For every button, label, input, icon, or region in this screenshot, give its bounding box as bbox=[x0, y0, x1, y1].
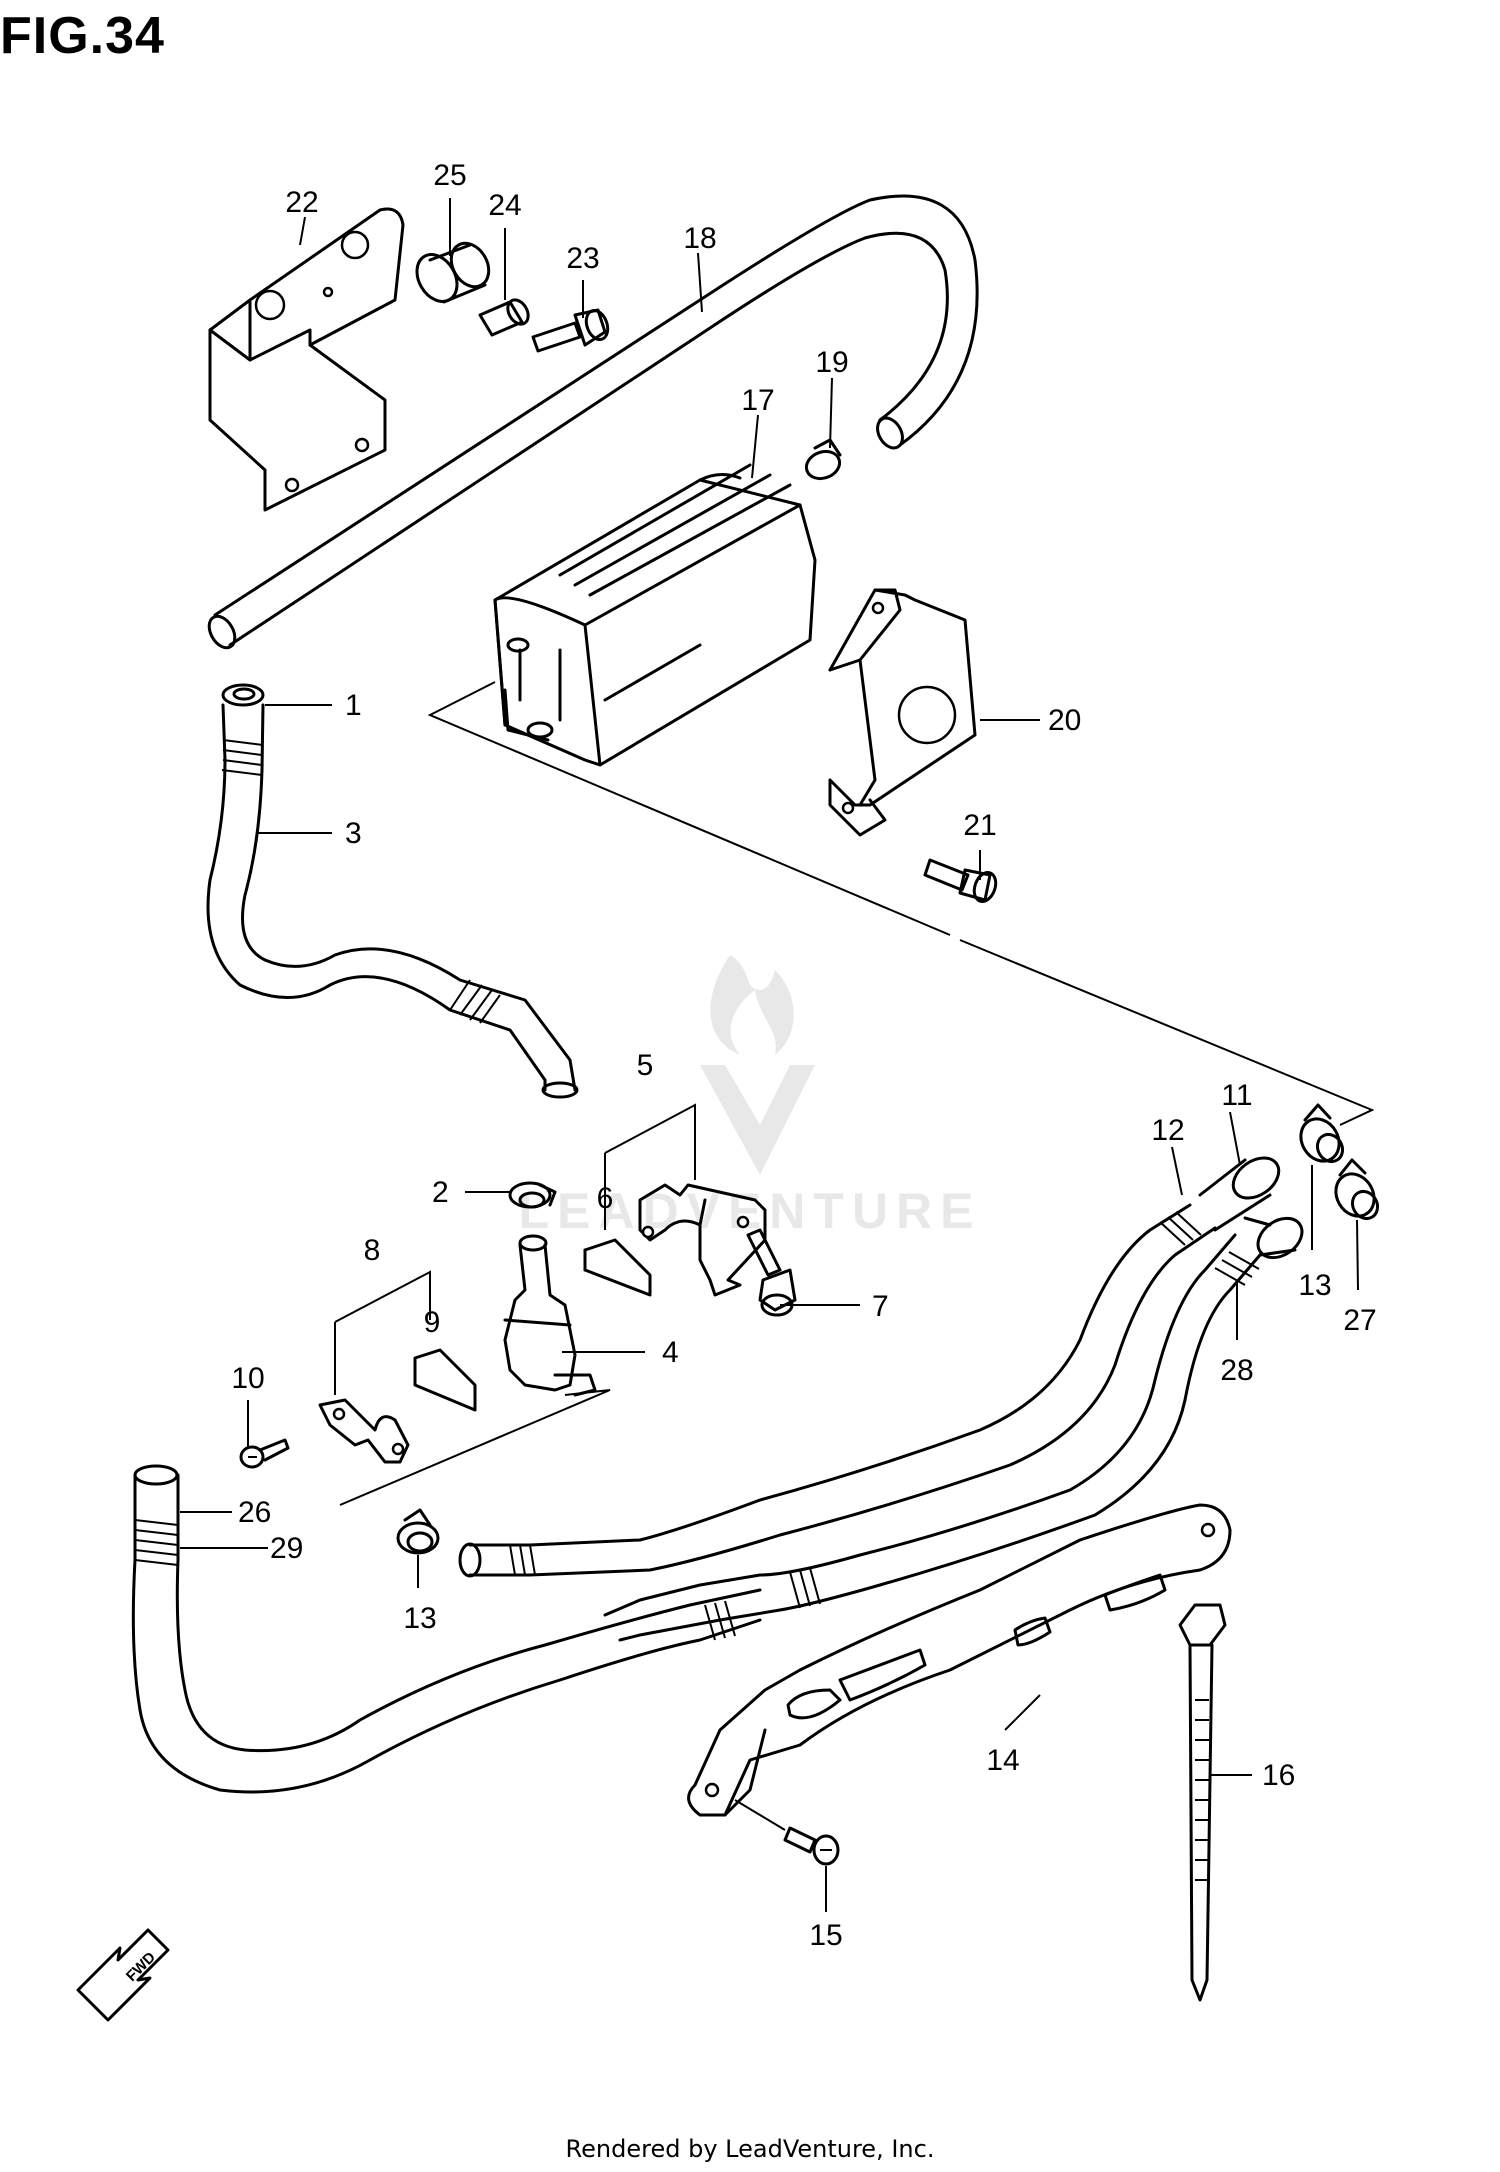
callout-15: 15 bbox=[809, 1919, 842, 1952]
part-29-hose bbox=[131, 1464, 762, 1794]
part-8-clamp bbox=[318, 1398, 410, 1464]
part-13-clip-lower bbox=[396, 1508, 440, 1555]
callout-23: 23 bbox=[566, 242, 599, 275]
part-20-bracket bbox=[828, 588, 977, 837]
callout-21: 21 bbox=[963, 809, 996, 842]
part-15-screw bbox=[783, 1826, 840, 1866]
group-line-canister bbox=[427, 681, 1375, 1126]
part-25-grommet bbox=[415, 241, 491, 304]
callout-12: 12 bbox=[1151, 1114, 1184, 1147]
part-18-hose bbox=[207, 194, 979, 650]
part-13-clip-upper bbox=[1299, 1103, 1345, 1164]
fwd-marker: FWD bbox=[76, 1928, 170, 2022]
callout-13-upper: 13 bbox=[1298, 1269, 1331, 1302]
callout-17: 17 bbox=[741, 384, 774, 417]
callout-4: 4 bbox=[662, 1336, 679, 1369]
callout-19: 19 bbox=[815, 346, 848, 379]
watermark-text: LEADVENTURE bbox=[518, 1183, 981, 1239]
callout-20: 20 bbox=[1048, 704, 1081, 737]
callout-11: 11 bbox=[1221, 1079, 1252, 1112]
leader-lines bbox=[180, 198, 1359, 1912]
callout-26: 26 bbox=[238, 1496, 271, 1529]
group-line-5 bbox=[604, 1103, 696, 1180]
part-24-collar bbox=[478, 298, 530, 337]
part-17-canister bbox=[493, 463, 817, 767]
callout-29: 29 bbox=[270, 1532, 303, 1565]
figure-title: FIG.34 bbox=[0, 7, 165, 65]
callout-labels: 22 25 24 23 18 19 17 20 21 1 3 5 6 2 7 4… bbox=[231, 159, 1376, 1952]
part-23-bolt bbox=[531, 308, 610, 353]
callout-3: 3 bbox=[345, 817, 362, 850]
part-14-bracket bbox=[687, 1503, 1232, 1817]
part-9-pad bbox=[413, 1348, 477, 1412]
watermark-logo: LEADVENTURE bbox=[518, 955, 981, 1239]
part-6-pad bbox=[583, 1238, 652, 1297]
callout-2: 2 bbox=[432, 1176, 449, 1209]
part-5-clamp bbox=[638, 1183, 767, 1297]
group-line-8 bbox=[334, 1270, 431, 1323]
callout-7: 7 bbox=[872, 1290, 889, 1323]
part-12-hose bbox=[458, 1156, 1281, 1578]
part-4-fitting bbox=[503, 1234, 597, 1397]
callout-13-lower: 13 bbox=[403, 1602, 436, 1635]
callout-16: 16 bbox=[1262, 1759, 1295, 1792]
part-28-hose bbox=[603, 1216, 1304, 1642]
part-10-screw bbox=[239, 1438, 290, 1469]
callout-1: 1 bbox=[345, 689, 362, 722]
callout-8: 8 bbox=[364, 1234, 381, 1267]
callout-14: 14 bbox=[986, 1744, 1019, 1777]
part-16-cable-tie bbox=[1178, 1603, 1227, 2002]
part-2-clip bbox=[508, 1181, 557, 1209]
forward-arrow-icon bbox=[76, 1928, 170, 2022]
callout-10: 10 bbox=[231, 1362, 264, 1395]
callout-5: 5 bbox=[637, 1049, 654, 1082]
callout-9: 9 bbox=[424, 1306, 441, 1339]
part-7-bolt bbox=[746, 1228, 797, 1317]
part-21-bolt bbox=[923, 858, 998, 904]
part-3-hose bbox=[206, 683, 579, 1099]
part-19-clip bbox=[804, 438, 842, 481]
callout-22: 22 bbox=[285, 186, 318, 219]
callout-25: 25 bbox=[433, 159, 466, 192]
part-27-clip bbox=[1334, 1158, 1380, 1221]
part-22-bracket bbox=[208, 207, 405, 512]
callout-24: 24 bbox=[488, 189, 521, 222]
callout-18: 18 bbox=[683, 222, 716, 255]
callout-6: 6 bbox=[597, 1182, 614, 1215]
footer-credit: Rendered by LeadVenture, Inc. bbox=[565, 2135, 935, 2163]
callout-28: 28 bbox=[1220, 1354, 1253, 1387]
callout-27: 27 bbox=[1343, 1304, 1376, 1337]
